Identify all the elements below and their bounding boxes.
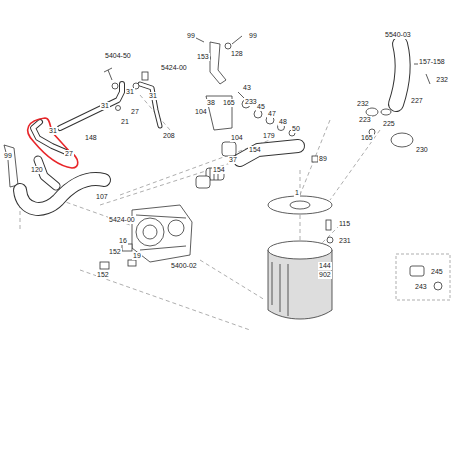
callout-number: 27: [64, 150, 74, 158]
callout-number: 179: [262, 132, 276, 140]
callout-number: 47: [267, 110, 277, 118]
callout-number: 115: [338, 220, 351, 228]
callout-number: 165: [360, 134, 374, 142]
callout-number: 45: [256, 103, 266, 111]
callout-number: 31: [100, 102, 110, 110]
callout-number: 31: [148, 92, 158, 100]
callout-number: 1: [294, 189, 300, 197]
callout-number: 99: [248, 32, 258, 40]
callout-number: 104: [194, 108, 208, 116]
callout-number: 38: [206, 99, 216, 107]
callout-number: 89: [318, 155, 328, 163]
callout-number: 5424-00: [108, 216, 136, 224]
callout-number: 104: [230, 134, 244, 142]
callout-number: 43: [242, 84, 252, 92]
callout-number: 5540-03: [384, 31, 412, 39]
callout-number: 245: [430, 268, 444, 276]
callout-number: 31: [48, 127, 58, 135]
callout-number: 21: [120, 118, 130, 126]
callout-number: 152: [96, 271, 110, 279]
callout-number: 99: [186, 32, 196, 40]
callout-number: 157-158: [418, 58, 446, 66]
callout-number: 128: [230, 50, 244, 58]
callout-number: 48: [278, 118, 288, 126]
callout-number: 230: [415, 146, 429, 154]
callout-number: 225: [382, 120, 396, 128]
callout-number: 16: [118, 237, 128, 245]
callout-number: 154: [212, 166, 226, 174]
callout-number: 208: [162, 132, 176, 140]
callout-number: 902: [318, 271, 332, 279]
callout-number: 227: [410, 97, 424, 105]
callout-number: 231: [338, 237, 352, 245]
callout-number: 153: [196, 53, 210, 61]
callout-number: 154: [248, 146, 262, 154]
callout-number: 232: [435, 76, 449, 84]
callout-number: 27: [130, 108, 140, 116]
callout-number: 165: [222, 99, 236, 107]
callout-number: 148: [84, 134, 98, 142]
callout-number: 107: [95, 193, 109, 201]
callout-number: 5424-00: [160, 64, 188, 72]
callout-number: 99: [3, 152, 13, 160]
callout-number: 19: [132, 252, 142, 260]
callout-number: 232: [356, 100, 370, 108]
callout-number: 5400-02: [170, 262, 198, 270]
callout-number: 50: [291, 125, 301, 133]
callout-number: 243: [414, 283, 428, 291]
callout-number: 223: [358, 116, 372, 124]
callout-number: 37: [228, 156, 238, 164]
callout-number: 31: [125, 88, 135, 96]
callout-number: 5404-50: [104, 52, 132, 60]
callout-number: 152: [108, 248, 122, 256]
callout-number: 120: [30, 166, 44, 174]
callout-number: 144: [318, 262, 332, 270]
